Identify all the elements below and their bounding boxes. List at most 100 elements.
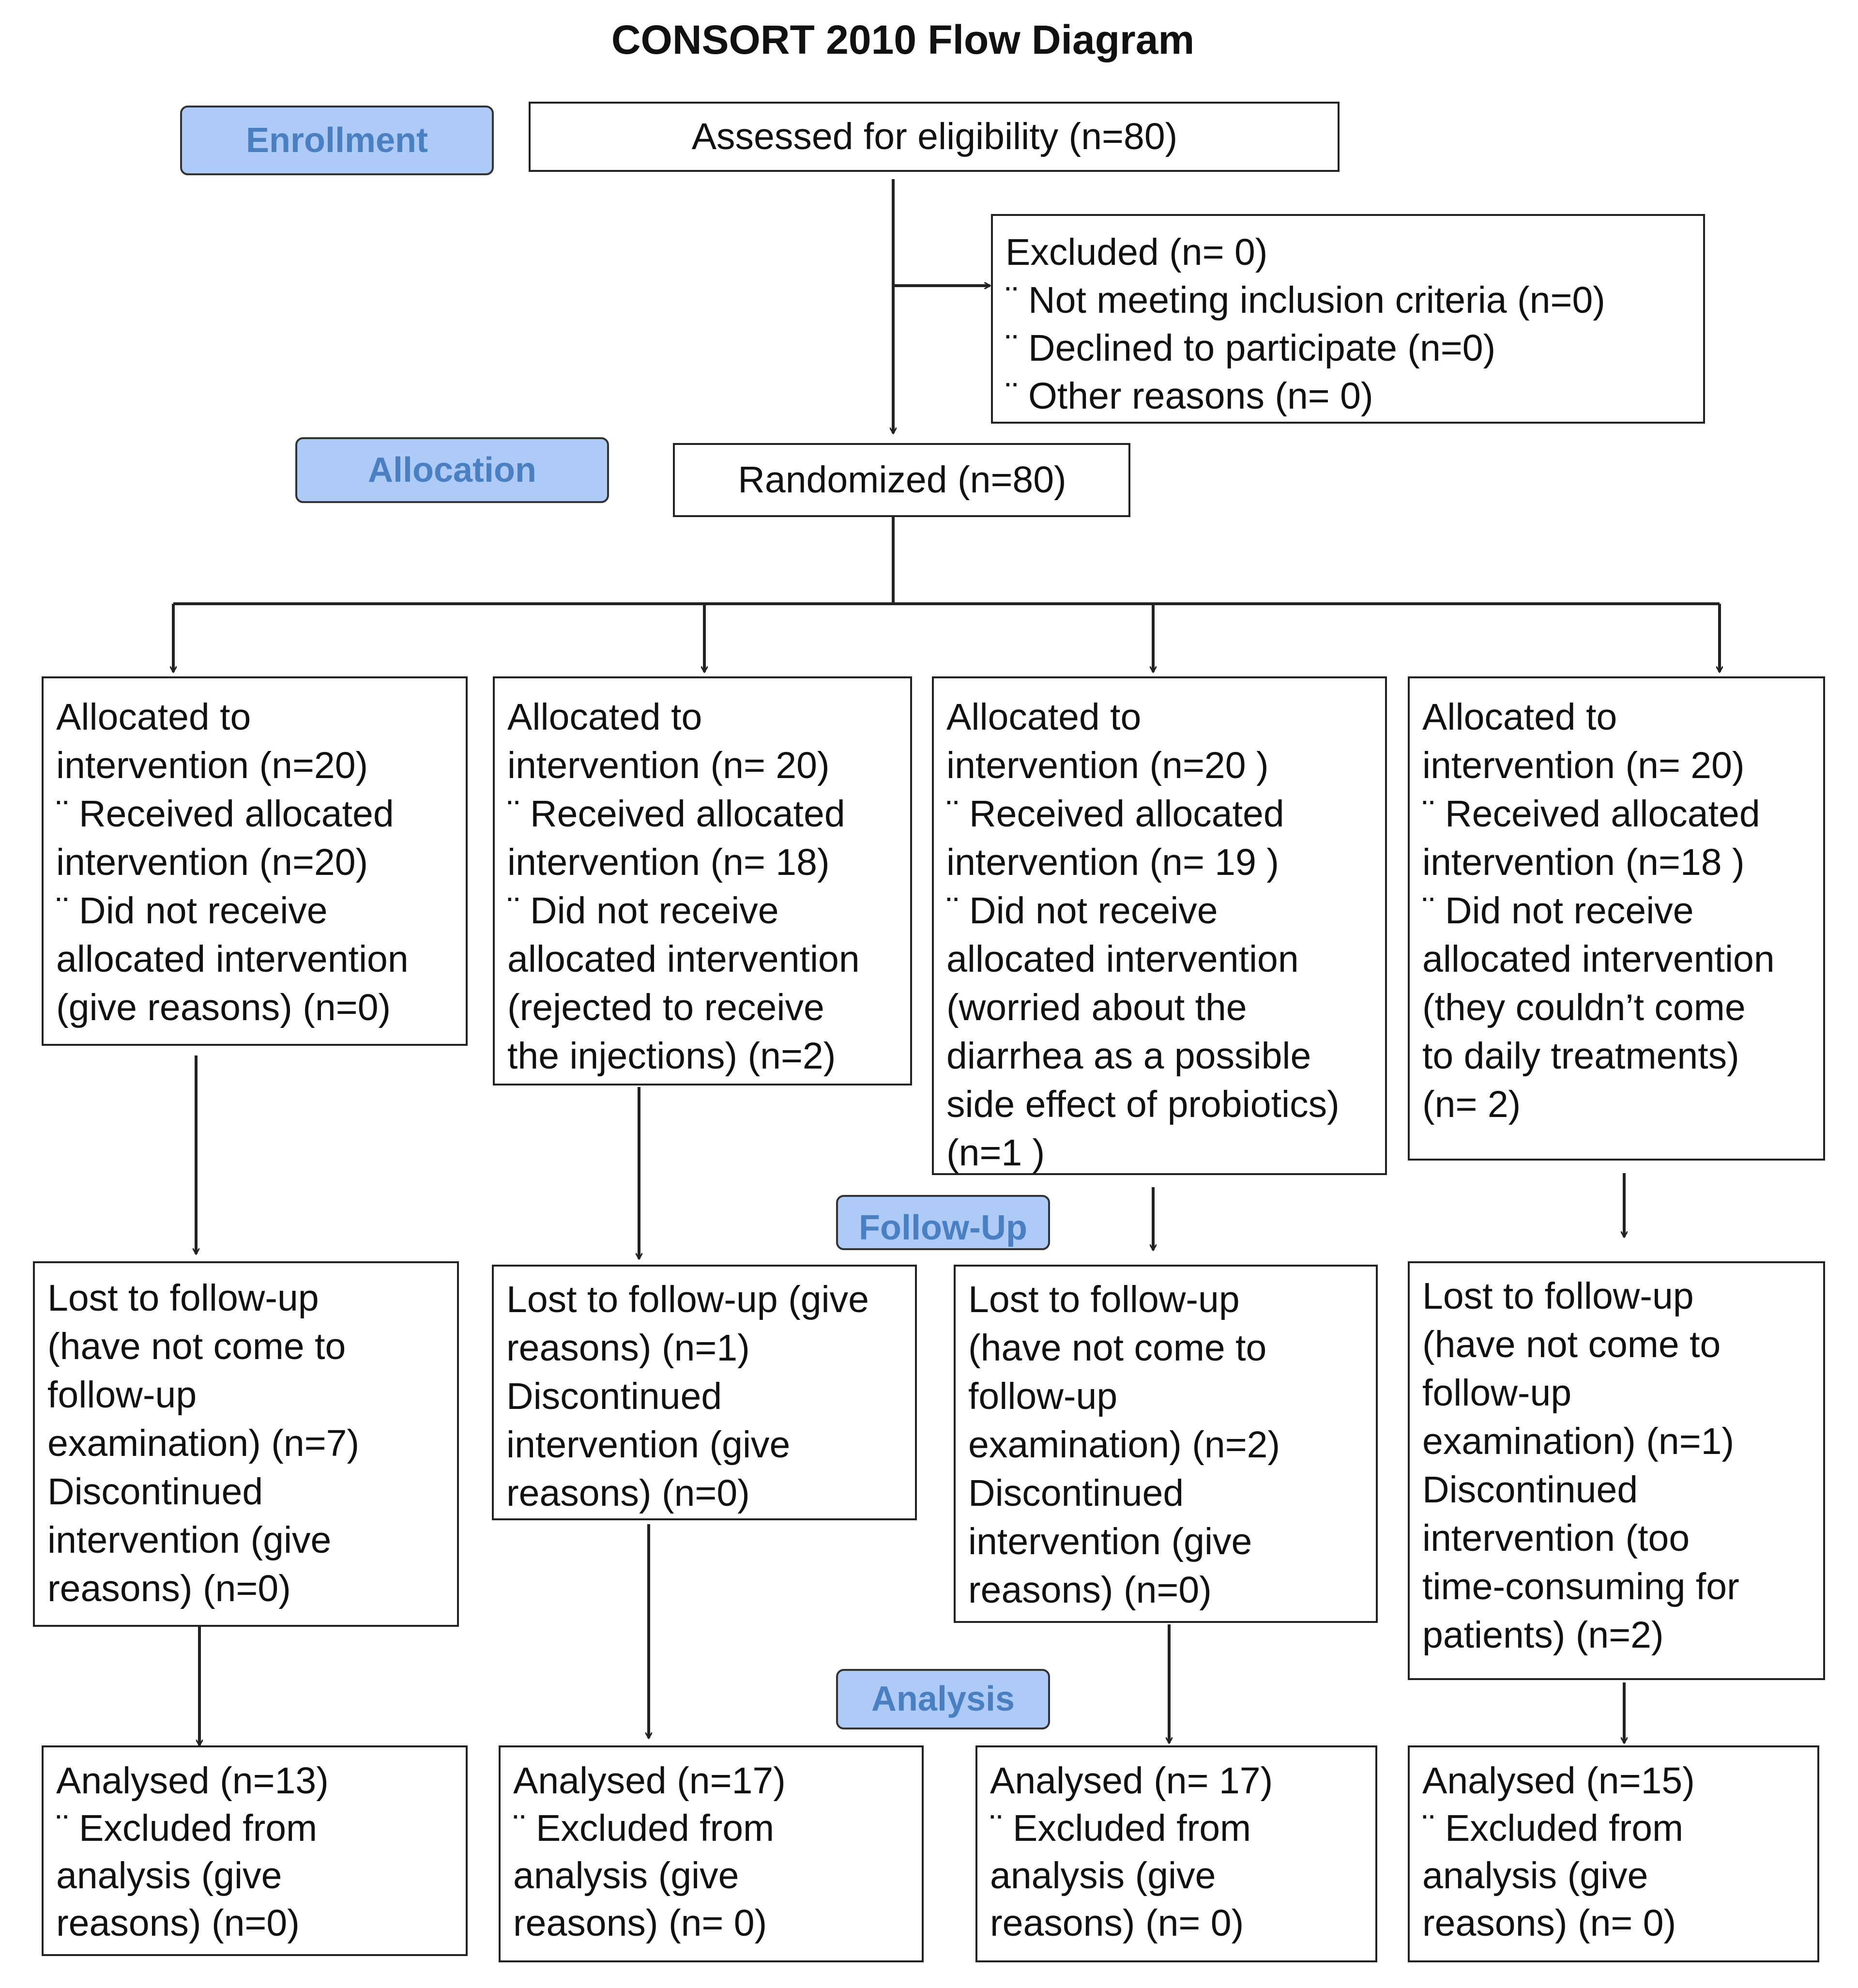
followup-line: (have not come to (968, 1327, 1267, 1369)
allocated-line: ¨ Received allocated (1422, 793, 1760, 835)
allocated-line: intervention (n= 19 ) (946, 841, 1279, 883)
allocated-line: allocated intervention (56, 938, 409, 980)
analysed-line: reasons) (n=0) (56, 1902, 300, 1944)
analysed-line: ¨ Excluded from (1422, 1807, 1684, 1849)
followup-line: intervention (too (1422, 1517, 1690, 1559)
diagram-title: CONSORT 2010 Flow Diagram (611, 17, 1195, 62)
excluded-line: ¨ Declined to participate (n=0) (1005, 327, 1496, 369)
allocated-line: (n=1 ) (946, 1132, 1045, 1174)
allocated-line: (rejected to receive (507, 987, 824, 1028)
analysed-box-1: Analysed (n=13) ¨ Excluded from analysis… (42, 1745, 468, 1956)
followup-line: follow-up (968, 1376, 1118, 1417)
allocated-line: allocated intervention (507, 938, 860, 980)
followup-line: (have not come to (1422, 1324, 1721, 1365)
allocated-line: allocated intervention (946, 938, 1299, 980)
allocated-line: intervention (n=20 ) (946, 745, 1269, 786)
followup-box-2: Lost to follow-up (give reasons) (n=1) D… (492, 1265, 917, 1520)
excluded-line: ¨ Other reasons (n= 0) (1005, 375, 1373, 417)
allocated-line: intervention (n= 20) (507, 745, 830, 786)
followup-line: intervention (give (506, 1424, 791, 1466)
analysed-box-4: Analysed (n=15) ¨ Excluded from analysis… (1408, 1745, 1819, 1962)
allocated-box-4: Allocated to intervention (n= 20) ¨ Rece… (1408, 676, 1825, 1161)
analysed-line: Analysed (n= 17) (990, 1760, 1273, 1802)
allocated-line: (worried about the (946, 987, 1247, 1028)
stage-label-allocation: Allocation (295, 437, 609, 503)
assessed-box: Assessed for eligibility (n=80) (529, 102, 1340, 172)
followup-line: intervention (give (968, 1521, 1252, 1562)
analysed-line: analysis (give (990, 1855, 1216, 1896)
analysed-line: Analysed (n=13) (56, 1760, 329, 1802)
followup-line: Discontinued (47, 1471, 263, 1513)
followup-line: reasons) (n=0) (47, 1568, 291, 1609)
allocated-line: diarrhea as a possible (946, 1035, 1311, 1077)
allocated-box-2: Allocated to intervention (n= 20) ¨ Rece… (493, 676, 912, 1086)
followup-line: patients) (n=2) (1422, 1614, 1664, 1656)
allocated-line: ¨ Did not receive (1422, 890, 1694, 932)
stage-label-follow-up: Follow-Up (836, 1195, 1050, 1250)
allocated-line: the injections) (n=2) (507, 1035, 836, 1077)
followup-line: examination) (n=1) (1422, 1421, 1735, 1462)
allocated-line: to daily treatments) (1422, 1035, 1739, 1077)
allocated-line: allocated intervention (1422, 938, 1775, 980)
allocated-box-3: Allocated to intervention (n=20 ) ¨ Rece… (932, 676, 1387, 1175)
followup-line: Discontinued (506, 1376, 722, 1417)
followup-line: Lost to follow-up (47, 1277, 319, 1319)
followup-line: Lost to follow-up (1422, 1275, 1694, 1317)
randomized-box: Randomized (n=80) (673, 443, 1130, 517)
analysed-box-3: Analysed (n= 17) ¨ Excluded from analysi… (975, 1745, 1377, 1962)
allocated-line: (give reasons) (n=0) (56, 987, 391, 1028)
allocated-line: intervention (n=20) (56, 745, 368, 786)
followup-line: Discontinued (1422, 1469, 1638, 1511)
analysed-line: reasons) (n= 0) (513, 1902, 767, 1944)
allocated-line: intervention (n=18 ) (1422, 841, 1745, 883)
allocated-line: intervention (n= 20) (1422, 745, 1745, 786)
allocated-line: side effect of probiotics) (946, 1084, 1340, 1125)
allocated-line: ¨ Did not receive (946, 890, 1218, 932)
analysed-line: Analysed (n=17) (513, 1760, 786, 1802)
followup-line: follow-up (47, 1374, 197, 1416)
analysed-line: ¨ Excluded from (56, 1807, 318, 1849)
followup-line: examination) (n=7) (47, 1422, 360, 1464)
followup-line: examination) (n=2) (968, 1424, 1280, 1466)
followup-box-1: Lost to follow-up (have not come to foll… (33, 1261, 459, 1627)
stage-label-enrollment: Enrollment (180, 106, 494, 175)
allocated-line: ¨ Did not receive (507, 890, 779, 932)
stage-label-analysis: Analysis (836, 1669, 1050, 1729)
allocated-box-1: Allocated to intervention (n=20) ¨ Recei… (42, 676, 468, 1046)
followup-box-4: Lost to follow-up (have not come to foll… (1408, 1261, 1825, 1680)
analysed-line: analysis (give (1422, 1855, 1648, 1896)
analysed-line: Analysed (n=15) (1422, 1760, 1695, 1802)
allocated-line: Allocated to (946, 696, 1142, 738)
allocated-line: ¨ Received allocated (507, 793, 845, 835)
followup-line: intervention (give (47, 1519, 332, 1561)
analysed-line: analysis (give (56, 1855, 282, 1896)
analysed-line: ¨ Excluded from (990, 1807, 1251, 1849)
allocated-line: intervention (n= 18) (507, 841, 830, 883)
followup-line: reasons) (n=0) (968, 1569, 1212, 1611)
allocated-line: Allocated to (507, 696, 702, 738)
allocated-line: Allocated to (56, 696, 251, 738)
analysed-line: ¨ Excluded from (513, 1807, 775, 1849)
followup-line: reasons) (n=1) (506, 1327, 750, 1369)
excluded-box: Excluded (n= 0) ¨ Not meeting inclusion … (991, 214, 1705, 424)
allocated-line: ¨ Received allocated (56, 793, 394, 835)
allocated-line: ¨ Received allocated (946, 793, 1284, 835)
followup-line: follow-up (1422, 1372, 1572, 1414)
analysed-line: reasons) (n= 0) (990, 1902, 1244, 1944)
followup-line: Lost to follow-up (968, 1279, 1240, 1320)
analysed-line: analysis (give (513, 1855, 739, 1896)
followup-line: (have not come to (47, 1326, 346, 1367)
allocated-line: intervention (n=20) (56, 841, 368, 883)
allocated-line: (they couldn’t come (1422, 987, 1746, 1028)
analysed-box-2: Analysed (n=17) ¨ Excluded from analysis… (499, 1745, 924, 1962)
excluded-line: Excluded (n= 0) (1005, 231, 1268, 273)
followup-line: Lost to follow-up (give (506, 1279, 869, 1320)
allocated-line: (n= 2) (1422, 1084, 1521, 1125)
followup-line: Discontinued (968, 1472, 1184, 1514)
randomized-text: Randomized (n=80) (738, 459, 1066, 501)
followup-line: reasons) (n=0) (506, 1472, 750, 1514)
allocated-line: Allocated to (1422, 696, 1617, 738)
analysed-line: reasons) (n= 0) (1422, 1902, 1676, 1944)
